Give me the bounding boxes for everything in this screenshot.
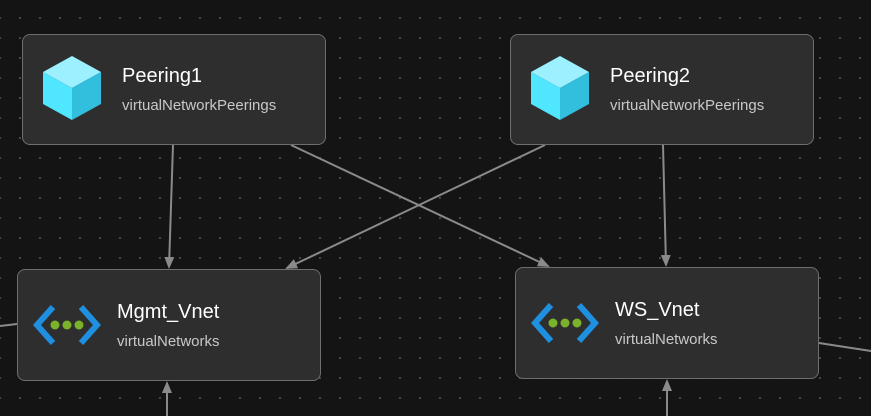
node-title: Mgmt_Vnet [117, 301, 220, 323]
edge-offscreen-left-to-mgmt-vnet [0, 323, 18, 327]
node-title: Peering1 [122, 65, 203, 87]
edge-ws-vnet-to-offscreen-right [818, 342, 871, 352]
node-title: Peering2 [610, 65, 691, 87]
node-peering1[interactable]: Peering1 virtualNetworkPeerings [22, 34, 326, 145]
edge-peering1-to-mgmt-vnet [164, 144, 175, 269]
node-type: virtualNetworkPeerings [122, 97, 277, 114]
cube-icon [531, 56, 589, 120]
node-title: WS_Vnet [615, 299, 700, 321]
node-type: virtualNetworks [117, 333, 220, 350]
node-peering2[interactable]: Peering2 virtualNetworkPeerings [510, 34, 814, 145]
virtual-network-icon [32, 304, 102, 346]
node-type: virtualNetworks [615, 331, 718, 348]
edge-peering2-to-mgmt-vnet [285, 144, 546, 269]
node-type: virtualNetworkPeerings [610, 97, 765, 114]
node-mgmt-vnet[interactable]: Mgmt_Vnet virtualNetworks [17, 269, 321, 381]
virtual-network-icon [530, 302, 600, 344]
cube-icon [43, 56, 101, 120]
node-ws-vnet[interactable]: WS_Vnet virtualNetworks [515, 267, 819, 379]
edge-peering2-to-ws-vnet [660, 144, 671, 267]
